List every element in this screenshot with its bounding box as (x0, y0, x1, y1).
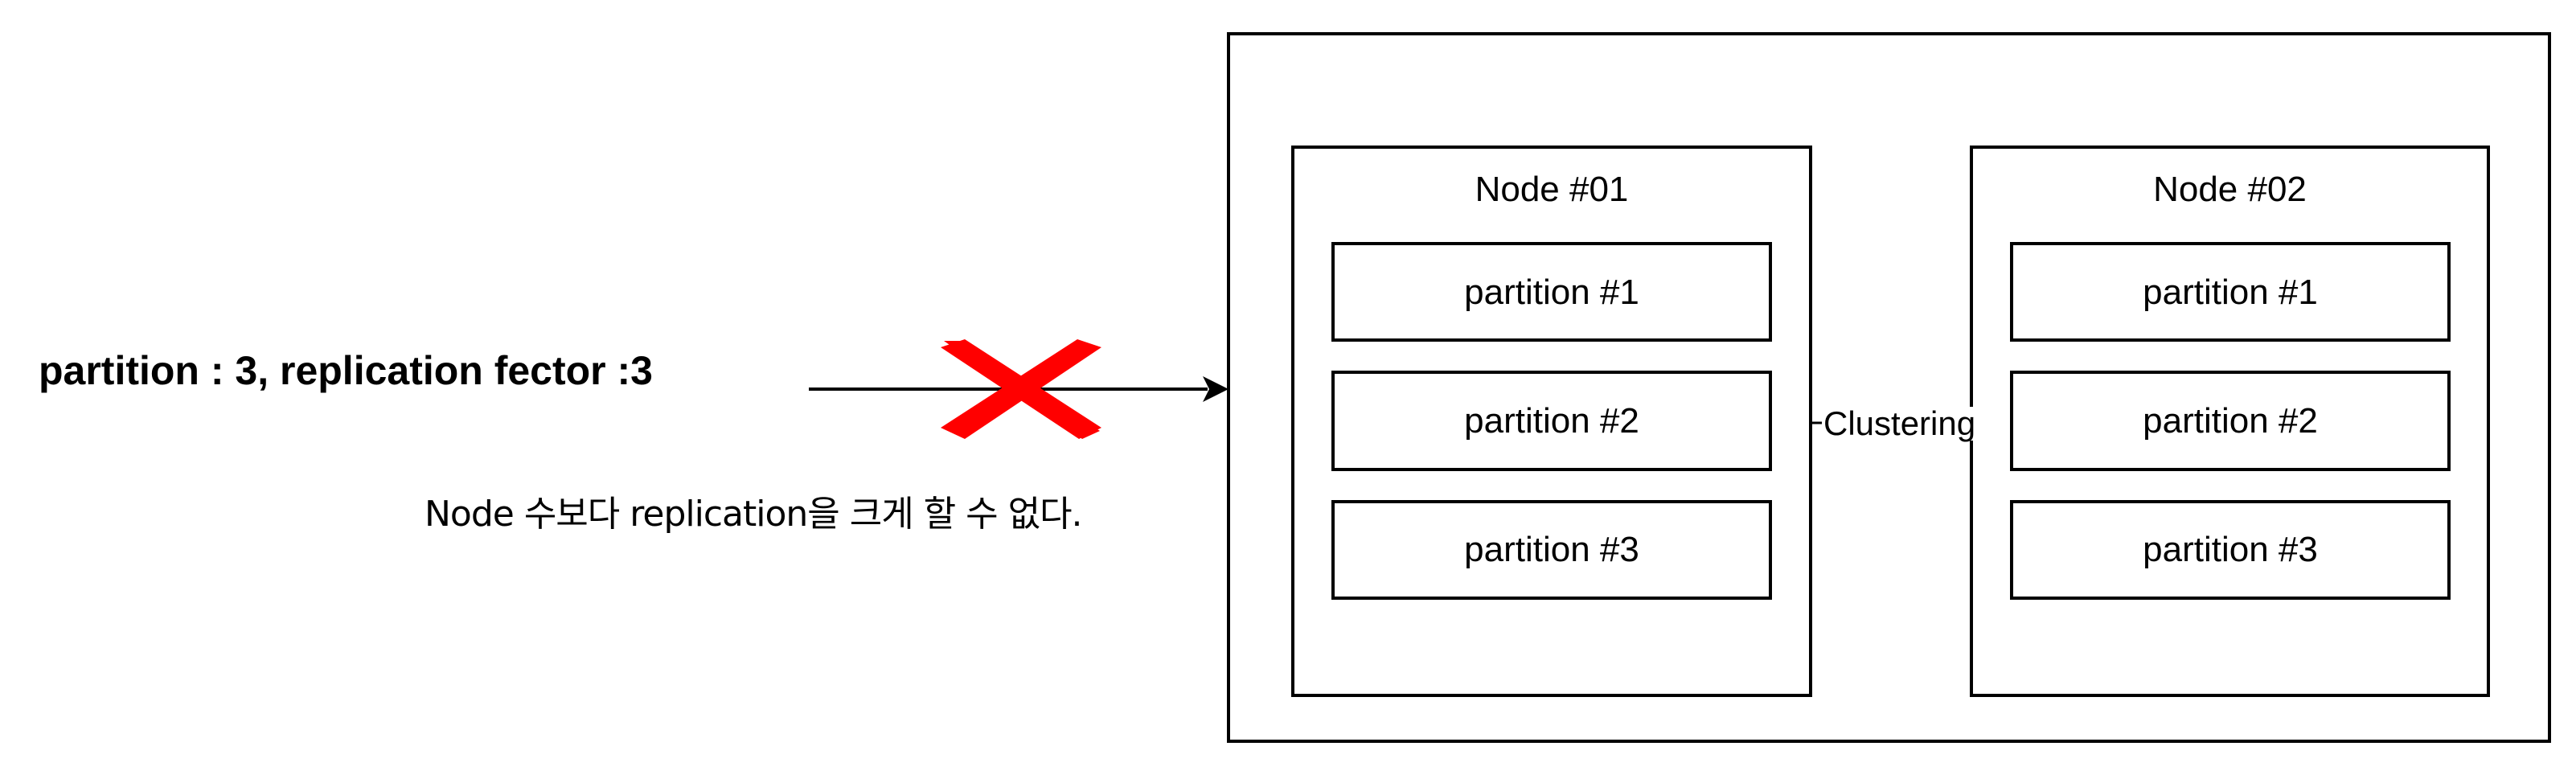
node-01-partition-3-label: partition #3 (1464, 530, 1639, 569)
node-02-partition-2-label: partition #2 (2143, 401, 2318, 441)
node-02-title: Node #02 (2153, 170, 2307, 209)
node-01-partition-1-label: partition #1 (1464, 273, 1639, 312)
node-02-partition-1-label: partition #1 (2143, 273, 2318, 312)
cluster-container (1227, 32, 2551, 743)
clustering-label: Clustering (1822, 404, 1978, 442)
node-01-box (1291, 146, 1812, 697)
node-02-partition-1-box (2010, 242, 2451, 342)
node-01-title: Node #01 (1475, 170, 1629, 209)
replication-note: Node 수보다 replication을 크게 할 수 없다. (425, 494, 1083, 535)
node-01-partition-2-box (1331, 371, 1772, 471)
node-01-partition-3-box (1331, 500, 1772, 600)
replication-config-label: partition : 3, replication fector :3 (39, 348, 653, 393)
node-02-partition-3-label: partition #3 (2143, 530, 2318, 569)
x-cross-icon (941, 339, 1101, 439)
node-02-partition-3-box (2010, 500, 2451, 600)
node-02-partition-2-box (2010, 371, 2451, 471)
node-01-partition-2-label: partition #2 (1464, 401, 1639, 441)
node-01-partition-1-box (1331, 242, 1772, 342)
